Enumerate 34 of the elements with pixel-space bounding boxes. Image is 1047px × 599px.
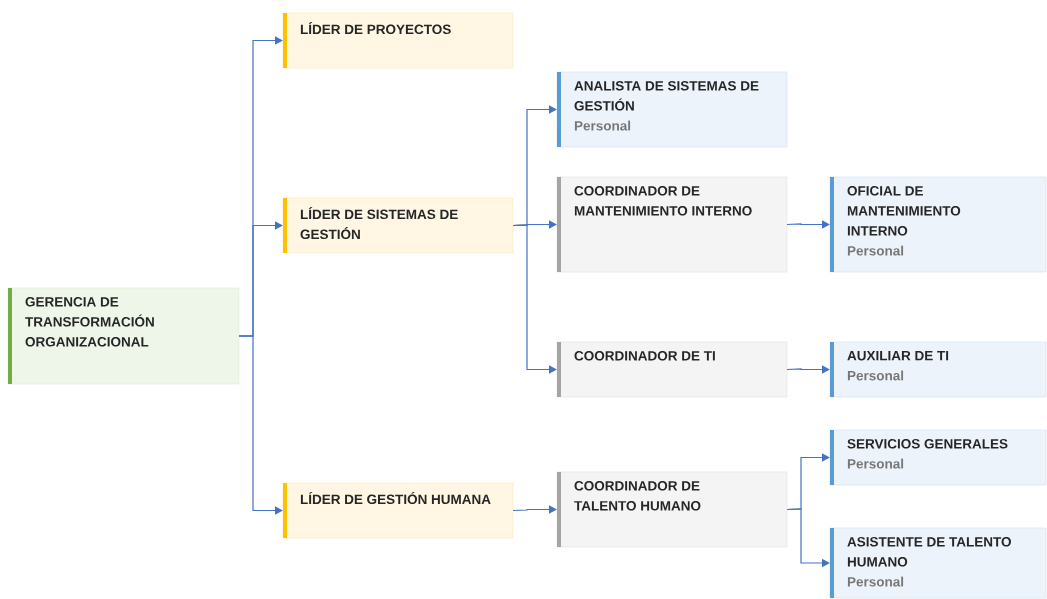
job-title: AUXILIAR DE TI — [847, 351, 949, 361]
arrow — [512, 505, 557, 514]
job-title: OFICIAL DE MANTENIMIENTO INTERNO — [847, 186, 961, 236]
job-title: GERENCIA DE TRANSFORMACIÓN ORGANIZACIONAL — [25, 297, 154, 347]
position-box — [829, 341, 1047, 398]
position-box — [556, 471, 788, 548]
job-title: LÍDER DE PROYECTOS — [300, 22, 451, 35]
job-title: SERVICIOS GENERALES — [847, 439, 1008, 449]
job-title: LÍDER DE SISTEMAS DE GESTIÓN — [300, 207, 458, 240]
position-box — [7, 287, 240, 385]
position-box — [829, 176, 1047, 273]
position-box — [282, 12, 514, 69]
job-title: COORDINADOR DE TI — [574, 351, 715, 361]
arrow — [512, 224, 557, 374]
job-title: COORDINADOR DE MANTENIMIENTO INTERNO — [574, 186, 752, 216]
staff-label: Personal — [574, 120, 631, 131]
position-box — [282, 482, 514, 539]
job-title: ANALISTA DE SISTEMAS DE GESTIÓN — [574, 81, 759, 111]
staff-label: Personal — [847, 370, 904, 381]
position-box — [829, 429, 1047, 486]
position-box — [282, 197, 514, 254]
arrow — [238, 335, 283, 515]
job-title: ASISTENTE DE TALENTO HUMANO — [847, 537, 1011, 567]
staff-label: Personal — [847, 245, 904, 256]
arrow — [786, 220, 830, 229]
staff-label: Personal — [847, 576, 904, 587]
job-title: COORDINADOR DE TALENTO HUMANO — [574, 481, 701, 511]
staff-label: Personal — [847, 458, 904, 469]
job-title: LÍDER DE GESTIÓN HUMANA — [300, 492, 491, 505]
arrow — [786, 365, 830, 374]
position-box — [556, 341, 788, 398]
position-box — [829, 527, 1047, 599]
position-box — [556, 176, 788, 273]
position-box — [556, 71, 788, 148]
